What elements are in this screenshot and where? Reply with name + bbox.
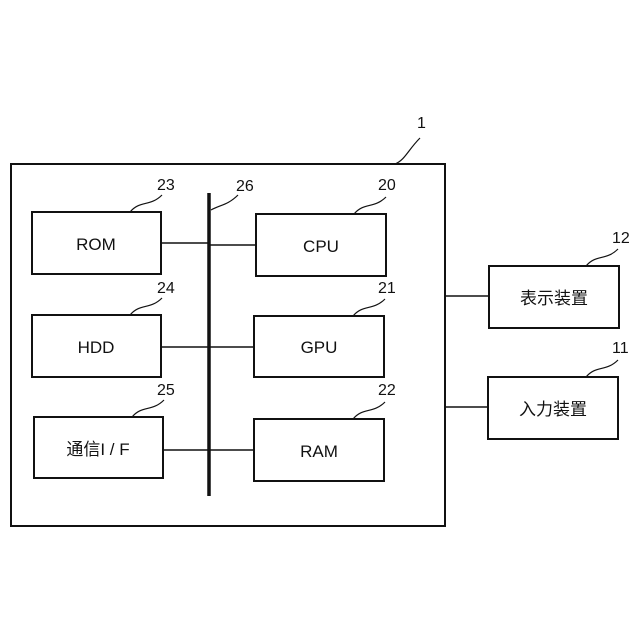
system-ref-leader [395,138,420,164]
comm-if-ref-number: 25 [157,382,175,399]
comm-if-label: 通信I / F [66,440,129,459]
gpu-label: GPU [301,338,338,357]
input-ref-leader [586,360,618,377]
display-ref-leader [586,249,618,266]
hdd-label: HDD [78,338,115,357]
cpu-ref-number: 20 [378,177,396,194]
ram-label: RAM [300,442,338,461]
ram-ref-number: 22 [378,382,396,399]
gpu-ref-number: 21 [378,280,396,297]
bus-ref-number: 26 [236,178,254,195]
rom-ref-number: 23 [157,177,175,194]
system-ref-number: 1 [417,115,426,132]
display-device-label: 表示装置 [520,289,588,308]
input-device-label: 入力装置 [519,400,587,419]
cpu-label: CPU [303,237,339,256]
input-ref-number: 11 [612,340,629,357]
display-ref-number: 12 [612,230,630,247]
hdd-ref-number: 24 [157,280,175,297]
rom-label: ROM [76,235,116,254]
